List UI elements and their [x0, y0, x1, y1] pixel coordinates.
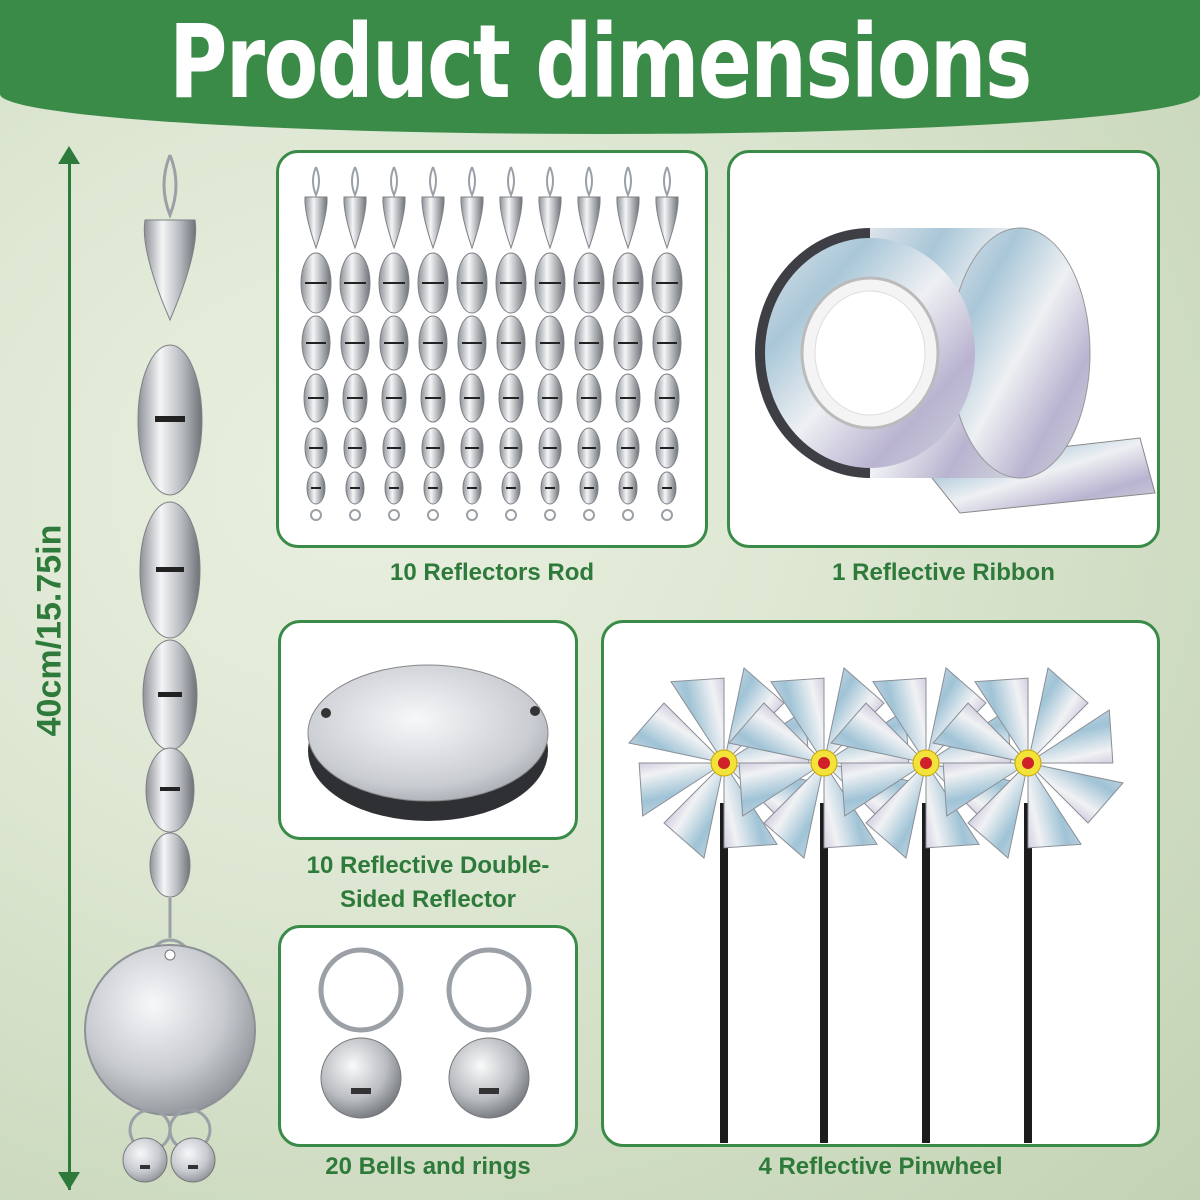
- rods-card: [276, 150, 708, 548]
- reflector-caption-line1: 10 Reflective Double-: [306, 852, 550, 879]
- header-banner: [0, 0, 1200, 134]
- bells-card: [278, 925, 578, 1147]
- ribbon-caption: 1 Reflective Ribbon: [832, 559, 1055, 586]
- pinwheel-item: [932, 667, 1124, 1143]
- rod-item: [417, 166, 449, 521]
- bells-image: [318, 947, 532, 1119]
- dimension-line: [68, 150, 71, 1190]
- rod-item: [495, 166, 527, 521]
- ribbon-image: [755, 227, 1156, 514]
- page-title: Product dimensions: [169, 3, 1032, 122]
- reflector-caption: 10 Reflective Double- Sided Reflector: [258, 849, 598, 917]
- pinwheel-caption: 4 Reflective Pinwheel: [758, 1153, 1003, 1180]
- reflector-card: [278, 620, 578, 840]
- pinwheel-item: [830, 667, 1022, 1143]
- dimension-arrow-bottom-icon: [58, 1172, 80, 1190]
- spiral-rod-image: [84, 154, 256, 1183]
- rod-item: [378, 166, 410, 521]
- rods-image: [300, 166, 683, 521]
- pinwheel-card: [601, 620, 1160, 1147]
- bells-caption: 20 Bells and rings: [325, 1153, 531, 1180]
- rod-item: [534, 166, 566, 521]
- rod-item: [339, 166, 371, 521]
- dimension-label: 40cm/15.75in: [30, 524, 69, 736]
- ribbon-card: [727, 150, 1160, 548]
- rod-item: [612, 166, 644, 521]
- rod-item: [300, 166, 332, 521]
- rod-item: [456, 166, 488, 521]
- rod-item: [573, 166, 605, 521]
- pinwheels-image: [628, 667, 1124, 1143]
- dimension-arrow-top-icon: [58, 146, 80, 164]
- reflector-caption-line2: Sided Reflector: [339, 886, 517, 913]
- pinwheel-item: [728, 667, 920, 1143]
- reflector-disc-image: [307, 664, 549, 821]
- rods-caption: 10 Reflectors Rod: [389, 559, 595, 586]
- rod-item: [651, 166, 683, 521]
